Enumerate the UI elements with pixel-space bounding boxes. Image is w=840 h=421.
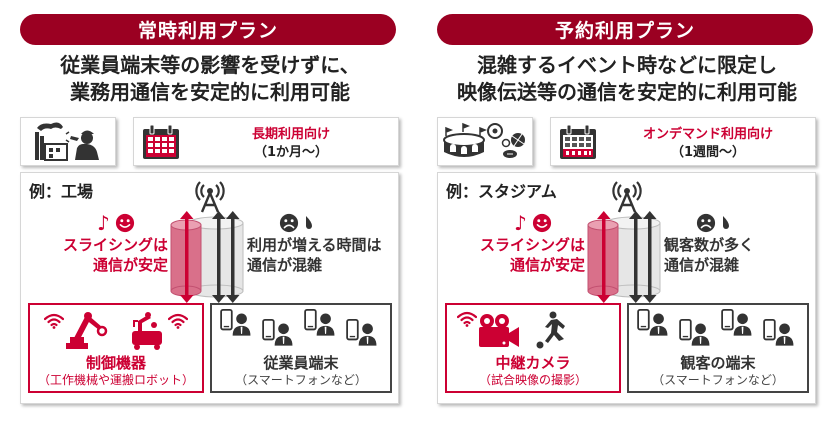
general-devices-box: 観客の端末 （スマートフォンなど）: [627, 303, 809, 393]
plan-headline: 従業員端末等の影響を受けずに、 業務用通信を安定的に利用可能: [0, 52, 420, 106]
example-panel: 例：工場: [20, 172, 399, 404]
slice-arrow-red: [597, 211, 611, 303]
priority-devices-box: 中継カメラ （試合映像の撮影）: [445, 303, 621, 393]
plan-title-pill: 予約利用プラン: [437, 14, 813, 45]
transport-robot-icon: [132, 312, 162, 350]
negative-indicator: [696, 211, 731, 233]
scene-icon-card: [437, 117, 533, 166]
traffic-arrow-dark-1: [212, 211, 226, 303]
positive-indicator: ♪: [514, 211, 552, 235]
smartphone-user-icon: [304, 309, 336, 337]
usage-period: （1週間～）: [670, 145, 746, 160]
wifi-icon: [44, 313, 64, 329]
sweat-drop-icon: [723, 216, 730, 229]
priority-device-sub: （工作機械や運搬ロボット）: [37, 373, 194, 387]
headline-line-1: 混雑するイベント時などに限定し: [477, 53, 777, 77]
smartphone-user-icon: [679, 319, 711, 347]
usage-label: オンデマンド利用向け: [642, 127, 773, 142]
example-title: 例：工場: [29, 182, 94, 201]
usage-period-card: 長期利用向け （1か月～）: [133, 117, 399, 166]
good-line-1: スライシングは: [479, 236, 585, 254]
priority-device-icons: [44, 312, 188, 350]
smile-face-icon: [532, 213, 552, 233]
smartphone-user-icon: [763, 319, 795, 347]
smartphone-user-icon: [346, 319, 378, 347]
priority-device-sub: （試合映像の撮影）: [478, 373, 587, 387]
sweat-drop-icon: [306, 216, 313, 229]
slicing-stable-text: スライシングは 通信が安定: [480, 235, 585, 275]
bad-line-2: 通信が混雑: [664, 256, 740, 274]
slice-arrow-red: [180, 211, 194, 303]
factory-worker-icon: [35, 122, 99, 161]
general-device-icons: [220, 309, 378, 347]
priority-devices-box: 制御機器 （工作機械や運搬ロボット）: [28, 303, 204, 393]
antenna-tower-icon: [195, 181, 225, 213]
scene-icon-card: [20, 117, 116, 166]
robot-arm-icon: [66, 312, 108, 349]
headline-line-2: 映像伝送等の通信を安定的に利用可能: [457, 80, 797, 104]
usage-period-card: オンデマンド利用向け （1週間～）: [550, 117, 816, 166]
general-device-name: 観客の端末: [680, 354, 756, 372]
sad-face-icon: [696, 213, 716, 233]
bad-line-1: 利用が増える時間は: [247, 236, 382, 254]
network-slice-pipes: [587, 211, 661, 303]
smile-face-icon: [115, 213, 135, 233]
priority-device-name: 制御機器: [85, 354, 146, 372]
traffic-arrow-dark-2: [226, 211, 240, 303]
bad-line-1: 観客数が多く: [664, 236, 755, 254]
stadium-balls-icon: [443, 122, 525, 158]
smartphone-user-icon: [637, 309, 669, 337]
smartphone-user-icon: [721, 309, 753, 337]
antenna-tower-icon: [612, 181, 642, 213]
headline-line-1: 従業員端末等の影響を受けずに、: [60, 53, 360, 77]
music-note-icon: ♪: [97, 211, 110, 235]
example-panel: 例：スタジアム: [437, 172, 816, 404]
good-line-1: スライシングは: [62, 236, 168, 254]
negative-indicator: [279, 211, 314, 233]
congestion-text: 利用が増える時間は 通信が混雑: [247, 235, 382, 275]
general-devices-box: 従業員端末 （スマートフォンなど）: [210, 303, 392, 393]
usage-period: （1か月～）: [253, 145, 329, 160]
usage-label: 長期利用向け: [251, 127, 330, 142]
smartphone-user-icon: [220, 309, 252, 337]
network-slice-pipes: [170, 211, 244, 303]
general-device-name: 従業員端末: [263, 354, 339, 372]
plan-headline: 混雑するイベント時などに限定し 映像伝送等の通信を安定的に利用可能: [417, 52, 837, 106]
plan-reserved: 予約利用プラン 混雑するイベント時などに限定し 映像伝送等の通信を安定的に利用可…: [417, 0, 837, 421]
good-line-2: 通信が安定: [509, 256, 585, 274]
example-title: 例：スタジアム: [446, 182, 557, 201]
headline-line-2: 業務用通信を安定的に利用可能: [70, 80, 350, 104]
general-device-sub: （スマートフォンなど）: [652, 373, 784, 387]
general-device-sub: （スマートフォンなど）: [235, 373, 367, 387]
soccer-player-icon: [536, 311, 565, 349]
smartphone-user-icon: [262, 319, 294, 347]
slicing-stable-text: スライシングは 通信が安定: [63, 235, 168, 275]
plan-continuous: 常時利用プラン 従業員端末等の影響を受けずに、 業務用通信を安定的に利用可能: [0, 14, 420, 404]
priority-device-name: 中継カメラ: [495, 354, 571, 372]
positive-indicator: ♪: [97, 211, 135, 235]
congestion-text: 観客数が多く 通信が混雑: [664, 235, 754, 275]
good-line-2: 通信が安定: [92, 256, 168, 274]
traffic-arrow-dark-2: [643, 211, 657, 303]
general-device-icons: [637, 309, 795, 347]
calendar-month-icon: [143, 124, 179, 159]
wifi-icon: [457, 311, 477, 327]
wifi-icon: [168, 313, 188, 329]
traffic-arrow-dark-1: [629, 211, 643, 303]
video-camera-icon: [479, 314, 519, 347]
sad-face-icon: [279, 213, 299, 233]
priority-device-icons: [457, 311, 565, 349]
plan-title-pill: 常時利用プラン: [20, 14, 396, 45]
bad-line-2: 通信が混雑: [247, 256, 323, 274]
calendar-week-icon: [560, 124, 596, 159]
music-note-icon: ♪: [514, 211, 527, 235]
